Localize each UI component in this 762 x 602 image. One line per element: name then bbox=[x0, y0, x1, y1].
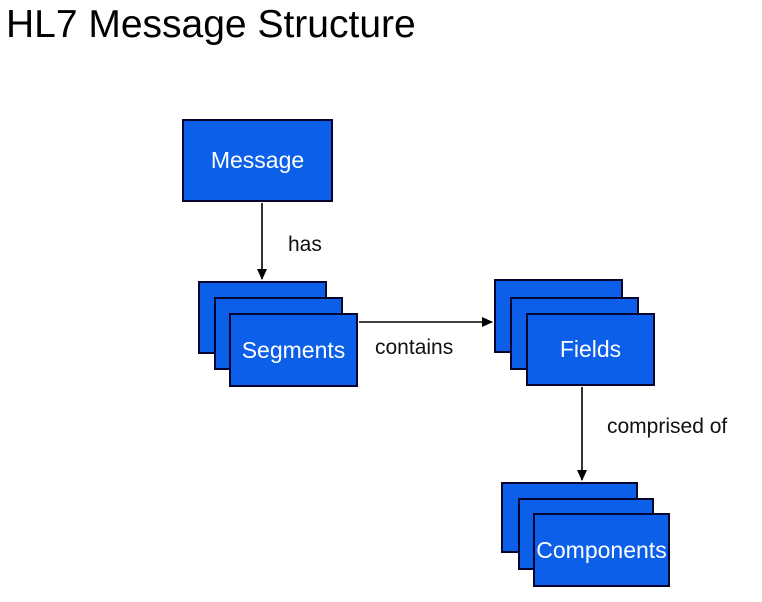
page-title: HL7 Message Structure bbox=[6, 3, 416, 46]
node-fields-label: Fields bbox=[559, 336, 622, 362]
edge-label-comprised-of: comprised of bbox=[607, 415, 728, 438]
node-message-label: Message bbox=[210, 147, 305, 173]
node-segments-label: Segments bbox=[241, 336, 346, 363]
node-components: Components bbox=[533, 513, 670, 587]
edge-label-has: has bbox=[288, 233, 322, 256]
node-message: Message bbox=[182, 119, 333, 202]
node-segments: Segments bbox=[229, 313, 358, 387]
node-components-stack: Components bbox=[501, 482, 670, 587]
node-fields-stack: Fields bbox=[494, 279, 655, 386]
node-segments-stack: Segments bbox=[198, 281, 358, 387]
node-fields: Fields bbox=[526, 313, 655, 386]
edge-label-contains: contains bbox=[375, 336, 454, 359]
node-components-label: Components bbox=[536, 536, 667, 563]
